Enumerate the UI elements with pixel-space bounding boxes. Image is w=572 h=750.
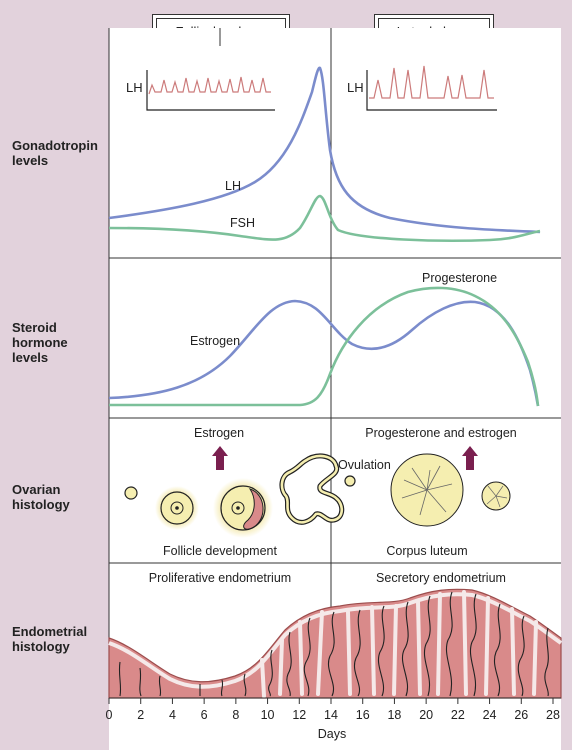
proliferative-endometrium-label: Proliferative endometrium [149,571,291,585]
day-tick-label: 4 [169,708,176,722]
released-oocyte [344,475,356,487]
primordial-follicle [124,486,138,500]
day-tick-label: 6 [201,708,208,722]
corpus-luteum-label: Corpus luteum [386,544,467,558]
steroid-row-label: Steroid hormone levels [12,320,68,365]
progesterone-arrow [462,446,478,470]
lh-inset-label-luteal: LH [347,80,364,95]
primary-follicle [155,486,199,530]
day-tick-label: 22 [451,708,465,722]
days-axis-title: Days [318,727,346,741]
lh-curve [108,66,541,234]
day-tick-label: 24 [483,708,497,722]
fsh-curve [108,194,541,242]
estrogen-arrow [212,446,228,470]
day-tick-label: 12 [292,708,306,722]
fsh-curve-label: FSH [230,216,255,230]
gonadotropin-row-label: Gonadotropin levels [12,138,98,168]
estrogen-curve-label: Estrogen [190,334,240,348]
day-tick-label: 2 [137,708,144,722]
progesterone-curve-label: Progesterone [422,271,497,285]
corpus-luteum [390,453,464,527]
lh-pulse-trace-luteal [369,65,494,99]
corpus-albicans [481,481,511,511]
day-tick-label: 8 [232,708,239,722]
ovarian-row-label: Ovarian histology [12,482,70,512]
day-tick-label: 28 [546,708,560,722]
day-tick-label: 16 [356,708,370,722]
lh-pulse-inset-luteal: LH [347,65,497,111]
lh-inset-label-follicular: LH [126,80,143,95]
day-tick-label: 10 [261,708,275,722]
day-tick-label: 20 [419,708,433,722]
antral-follicle [213,478,273,538]
lh-pulse-inset-follicular: LH [126,70,275,111]
ovulation-label: Ovulation [338,458,391,472]
follicle-development-label: Follicle development [163,544,277,558]
ovary-progesterone-estrogen-label: Progesterone and estrogen [365,426,517,440]
lh-pulse-trace-follicular [148,76,271,95]
endometrial-row-label: Endometrial histology [12,624,88,654]
lh-curve-label: LH [225,179,241,193]
day-tick-label: 26 [514,708,528,722]
secretory-endometrium-label: Secretory endometrium [376,571,506,585]
ovary-estrogen-label: Estrogen [194,426,244,440]
day-tick-label: 0 [106,708,113,722]
endometrium [108,588,563,699]
progesterone-curve [109,286,540,407]
day-tick-label: 18 [387,708,401,722]
day-tick-label: 14 [324,708,338,722]
